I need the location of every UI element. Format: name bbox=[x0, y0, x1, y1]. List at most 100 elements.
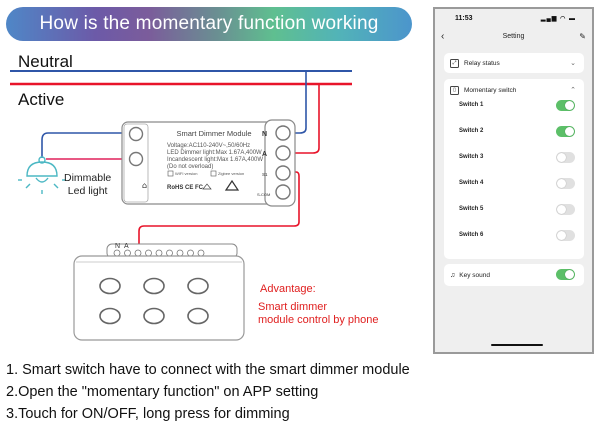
step-2: 2.Open the "momentary function" on APP s… bbox=[6, 384, 319, 400]
status-time: 11:53 bbox=[455, 15, 473, 22]
module-spec-1: Voltage:AC110-240V~,50/60Hz bbox=[167, 143, 250, 149]
toggle-knob bbox=[565, 127, 574, 136]
advantage-line1: Smart dimmer bbox=[258, 301, 328, 313]
lamp-label-line2: Led light bbox=[67, 185, 108, 197]
back-button[interactable]: ‹ bbox=[441, 31, 445, 42]
s1-wire bbox=[138, 171, 300, 252]
relay-status-label: Relay status bbox=[464, 59, 500, 67]
relay-status-row[interactable]: ⤢ Relay status ⌄ bbox=[444, 56, 584, 70]
brand-logo-icon: ⌂ bbox=[142, 181, 147, 190]
key-sound-icon: ♫ bbox=[450, 271, 456, 279]
relay-status-card[interactable]: ⤢ Relay status ⌄ bbox=[444, 53, 584, 73]
switch-3-label: Switch 3 bbox=[459, 154, 484, 160]
panel-terminal bbox=[176, 249, 184, 257]
terminal-label-scom: S-COM bbox=[257, 192, 270, 197]
switch-2-toggle[interactable] bbox=[556, 126, 575, 137]
module-spec-3: Incandescent light:Max 1.67A,400W bbox=[167, 157, 263, 163]
title-banner: How is the momentary function working bbox=[6, 7, 412, 41]
panel-terminal-n: N bbox=[115, 243, 120, 250]
toggle-knob bbox=[565, 270, 574, 279]
panel-touch-button-3[interactable] bbox=[187, 277, 209, 295]
lamp-label: Dimmable Led light bbox=[64, 172, 111, 198]
panel-touch-button-4[interactable] bbox=[99, 307, 121, 325]
lamp-label-line1: Dimmable bbox=[64, 172, 112, 184]
panel-touch-button-2[interactable] bbox=[143, 277, 165, 295]
switch-1-label: Switch 1 bbox=[459, 102, 484, 108]
switch-5-label: Switch 5 bbox=[459, 206, 484, 212]
smart-switch-panel: N A bbox=[73, 243, 245, 341]
step-1: 1. Smart switch have to connect with the… bbox=[6, 362, 410, 378]
panel-terminal bbox=[113, 249, 121, 257]
panel-touch-button-1[interactable] bbox=[99, 277, 121, 295]
chevron-down-icon[interactable]: ⌄ bbox=[570, 60, 576, 67]
banner-title: How is the momentary function working bbox=[39, 13, 379, 34]
nav-bar: ‹ Setting ✎ bbox=[435, 31, 592, 45]
chevron-up-icon[interactable]: ⌃ bbox=[570, 87, 576, 94]
panel-terminal bbox=[145, 249, 152, 257]
advantage-heading: Advantage: bbox=[260, 283, 316, 295]
advantage-line2: module control by phone bbox=[258, 314, 379, 326]
switch-1-toggle[interactable] bbox=[556, 100, 575, 111]
signal-icon: ▂▄▆ bbox=[540, 16, 558, 22]
relay-icon: ⤢ bbox=[450, 58, 459, 68]
momentary-switch-label: Momentary switch bbox=[464, 86, 517, 94]
switch-2-label: Switch 2 bbox=[459, 128, 484, 134]
panel-terminal bbox=[134, 249, 142, 257]
status-bar: 11:53 ▂▄▆ ◠ ▬ bbox=[447, 15, 582, 25]
panel-terminal bbox=[124, 249, 131, 257]
toggle-knob bbox=[557, 231, 566, 240]
switch-4-label: Switch 4 bbox=[459, 180, 484, 186]
smart-dimmer-module: Smart Dimmer Module Voltage:AC110-240V~,… bbox=[121, 119, 296, 207]
key-sound-row: ♫ Key sound bbox=[444, 268, 584, 282]
panel-terminal-a: A bbox=[124, 243, 129, 250]
module-option-zigbee: Zigbee version bbox=[218, 171, 244, 176]
key-sound-label: Key sound bbox=[459, 271, 490, 279]
module-certifications: RoHS CE FC bbox=[167, 185, 204, 191]
advantage-text: Smart dimmer module control by phone bbox=[258, 301, 378, 327]
wifi-icon: ◠ bbox=[560, 16, 567, 22]
neutral-drop bbox=[290, 71, 307, 134]
key-sound-toggle[interactable] bbox=[556, 269, 575, 280]
battery-icon: ▬ bbox=[569, 16, 576, 22]
toggle-knob bbox=[557, 205, 566, 214]
toggle-knob bbox=[557, 153, 566, 162]
switch-3-toggle[interactable] bbox=[556, 152, 575, 163]
module-spec-4: (Do not overload) bbox=[167, 164, 213, 170]
panel-touch-button-5[interactable] bbox=[143, 307, 165, 325]
edit-icon[interactable]: ✎ bbox=[579, 32, 586, 41]
panel-terminal bbox=[155, 249, 163, 257]
terminal-label-a: A bbox=[262, 151, 267, 158]
toggle-knob bbox=[565, 101, 574, 110]
led-lamp-icon bbox=[18, 156, 66, 194]
momentary-switch-card: ▯ Momentary switch ⌃ Switch 1 Switch 2 Swi… bbox=[444, 79, 584, 259]
instruction-steps: 1. Smart switch have to connect with the… bbox=[6, 359, 410, 425]
switch-6-label: Switch 6 bbox=[459, 232, 484, 238]
panel-terminal bbox=[166, 249, 173, 257]
module-title: Smart Dimmer Module bbox=[176, 129, 251, 138]
terminal-label-s1: S1 bbox=[262, 172, 268, 177]
switch-5-toggle[interactable] bbox=[556, 204, 575, 215]
neutral-label: Neutral bbox=[18, 52, 73, 71]
panel-touch-button-6[interactable] bbox=[187, 307, 209, 325]
status-icons: ▂▄▆ ◠ ▬ bbox=[541, 15, 576, 22]
switch-4-toggle[interactable] bbox=[556, 178, 575, 189]
active-label: Active bbox=[18, 90, 65, 109]
active-drop bbox=[290, 84, 320, 154]
module-option-wifi: WIFI version bbox=[175, 171, 197, 176]
key-sound-card: ♫ Key sound bbox=[444, 264, 584, 286]
toggle-knob bbox=[557, 179, 566, 188]
lamp-neutral-wire bbox=[41, 132, 132, 158]
rcm-icon bbox=[224, 179, 240, 191]
nav-title: Setting bbox=[502, 33, 525, 40]
terminal-label-n: N bbox=[262, 131, 267, 138]
phone-app-screenshot: 11:53 ▂▄▆ ◠ ▬ ‹ Setting ✎ ⤢ Relay status… bbox=[433, 7, 594, 354]
step-3: 3.Touch for ON/OFF, long press for dimmi… bbox=[6, 406, 290, 422]
panel-terminal bbox=[187, 249, 194, 257]
home-indicator bbox=[491, 343, 543, 346]
momentary-icon: ▯ bbox=[450, 85, 459, 95]
panel-terminal bbox=[197, 249, 205, 257]
momentary-switch-header[interactable]: ▯ Momentary switch ⌃ bbox=[444, 83, 584, 97]
wiring-diagram: Smart Dimmer Module Voltage:AC110-240V~,… bbox=[10, 70, 352, 341]
module-spec-2: LED Dimmer light:Max 1.67A,400W bbox=[167, 150, 262, 156]
switch-6-toggle[interactable] bbox=[556, 230, 575, 241]
